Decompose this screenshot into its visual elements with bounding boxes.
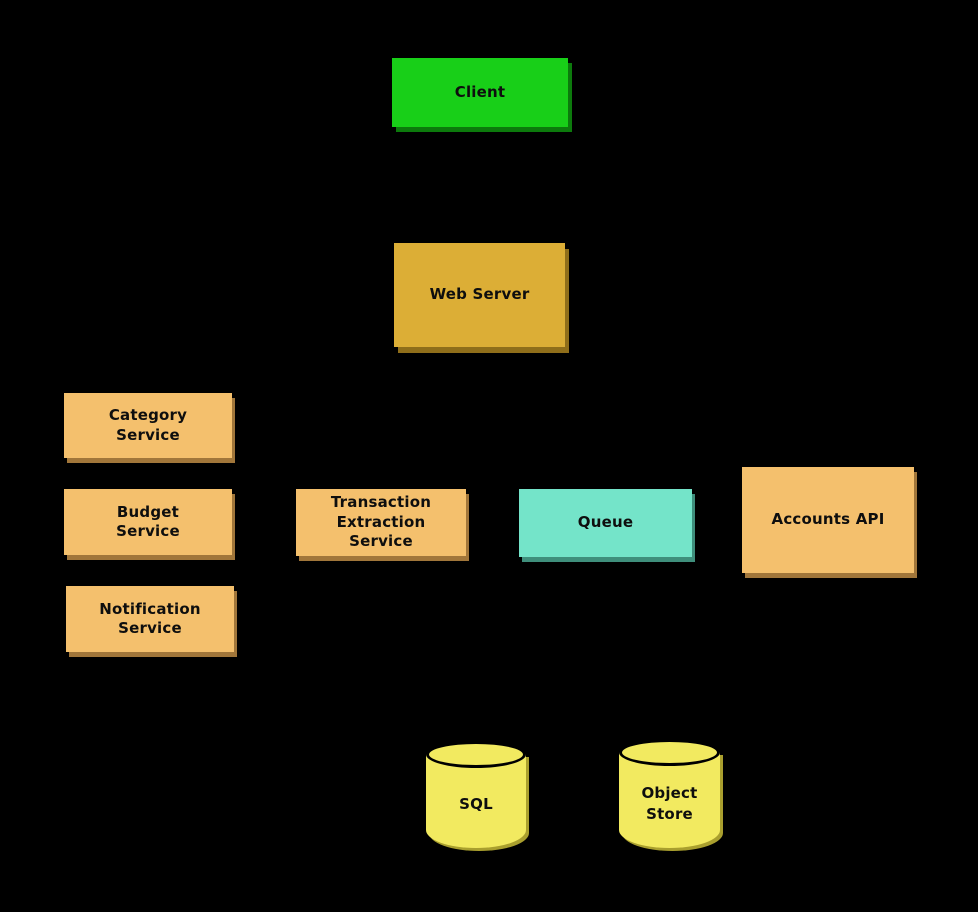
node-sql-label: SQL	[459, 795, 493, 814]
node-accounts-api-label: Accounts API	[771, 510, 885, 529]
node-transaction-extraction-service-label: Transaction Extraction Service	[330, 493, 432, 551]
cylinder-top	[619, 739, 720, 766]
node-category-service: Category Service	[64, 393, 232, 458]
node-transaction-extraction-service: Transaction Extraction Service	[296, 489, 466, 556]
node-web-server: Web Server	[394, 243, 565, 347]
node-queue: Queue	[519, 489, 692, 557]
node-notification-service-label: Notification Service	[99, 599, 201, 638]
node-budget-service-label: Budget Service	[116, 502, 180, 541]
node-web-server-label: Web Server	[429, 285, 530, 304]
node-sql-database: SQL	[426, 741, 526, 848]
node-queue-label: Queue	[577, 513, 634, 532]
node-budget-service: Budget Service	[64, 489, 232, 555]
node-object-store-database: Object Store	[619, 739, 720, 848]
node-client: Client	[392, 58, 568, 127]
cylinder-body	[619, 752, 720, 848]
node-client-label: Client	[454, 82, 506, 101]
node-accounts-api: Accounts API	[742, 467, 914, 573]
cylinder-top	[426, 741, 526, 768]
node-notification-service: Notification Service	[66, 586, 234, 652]
node-object-store-label: Object Store	[641, 784, 698, 823]
node-category-service-label: Category Service	[108, 406, 188, 444]
cylinder-body	[426, 754, 526, 848]
